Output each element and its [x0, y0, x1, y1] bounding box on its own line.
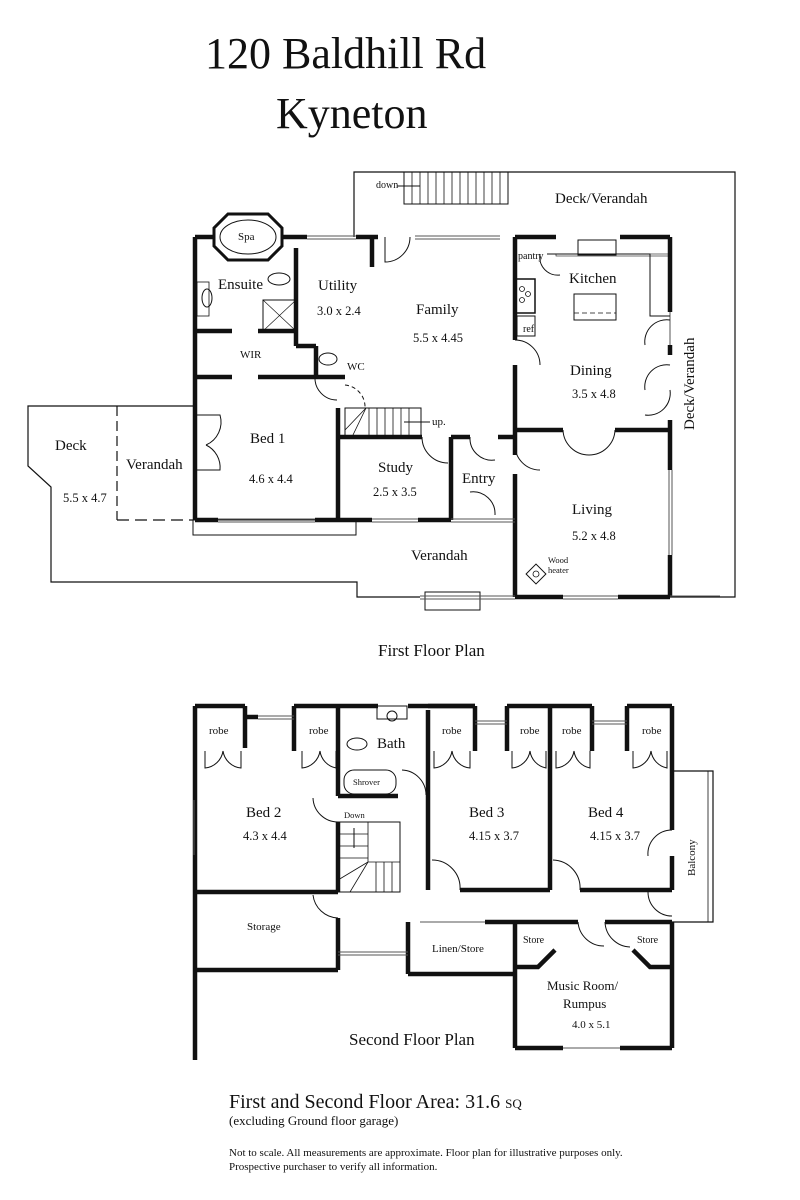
bed2-dims: 4.3 x 4.4 — [243, 829, 287, 843]
robe-label-2: robe — [309, 725, 329, 737]
music-room-label-2: Rumpus — [563, 996, 607, 1011]
bed3-dims: 4.15 x 3.7 — [469, 829, 519, 843]
dining-dims: 3.5 x 4.8 — [572, 387, 616, 401]
address-line-1: 120 Baldhill Rd — [205, 29, 487, 78]
storage-label: Storage — [247, 921, 281, 933]
robe-label-6: robe — [642, 725, 662, 737]
ref-label: ref — [523, 324, 535, 335]
ensuite-label: Ensuite — [218, 277, 263, 293]
floor-area-unit: SQ — [505, 1096, 522, 1111]
store-right-label: Store — [637, 935, 659, 946]
dining-label: Dining — [570, 363, 612, 379]
stair-down-label: down — [376, 180, 399, 191]
living-label: Living — [572, 502, 612, 518]
disclaimer-line-2: Prospective purchaser to verify all info… — [229, 1161, 438, 1173]
robe-label-1: robe — [209, 725, 229, 737]
family-dims: 5.5 x 4.45 — [413, 331, 463, 345]
deck-label: Deck — [55, 438, 87, 454]
bed1-dims: 4.6 x 4.4 — [249, 472, 293, 486]
wc-label: WC — [347, 361, 365, 373]
kitchen-label: Kitchen — [569, 271, 617, 287]
deck-dims: 5.5 x 4.7 — [63, 491, 107, 505]
linen-store-label: Linen/Store — [432, 943, 484, 955]
study-dims: 2.5 x 3.5 — [373, 485, 417, 499]
stair-down-label-2: Down — [344, 810, 365, 820]
floor-area-note: (excluding Ground floor garage) — [229, 1113, 399, 1128]
bed1-label: Bed 1 — [250, 431, 286, 447]
wir-label: WIR — [240, 349, 262, 361]
second-floor-plan-label: Second Floor Plan — [349, 1030, 475, 1049]
utility-label: Utility — [318, 278, 358, 294]
stair-up-label: up. — [432, 416, 446, 428]
floor-area-text: First and Second Floor Area: 31.6 SQ — [229, 1092, 522, 1112]
study-label: Study — [378, 460, 414, 476]
wood-heater-label-1: Wood — [548, 555, 569, 565]
robe-label-4: robe — [520, 725, 540, 737]
shower-label: Shrover — [353, 777, 380, 787]
bed2-label: Bed 2 — [246, 805, 282, 821]
music-room-dims: 4.0 x 5.1 — [572, 1019, 611, 1031]
bath-label: Bath — [377, 736, 406, 752]
disclaimer-line-1: Not to scale. All measurements are appro… — [229, 1147, 623, 1159]
robe-label-5: robe — [562, 725, 582, 737]
address-line-2: Kyneton — [276, 89, 428, 138]
robe-label-3: robe — [442, 725, 462, 737]
utility-dims: 3.0 x 2.4 — [317, 304, 361, 318]
store-left-label: Store — [523, 935, 545, 946]
bed4-label: Bed 4 — [588, 805, 624, 821]
floor-area-value: First and Second Floor Area: 31.6 — [229, 1091, 501, 1113]
pantry-label: pantry — [518, 251, 544, 262]
first-floor-plan-label: First Floor Plan — [378, 641, 485, 660]
wood-heater-label-2: heater — [548, 565, 569, 575]
deck-verandah-outline — [353, 171, 736, 598]
deck-verandah-north-label: Deck/Verandah — [555, 191, 648, 207]
west-deck-outline — [27, 405, 420, 598]
bed4-dims: 4.15 x 3.7 — [590, 829, 640, 843]
living-dims: 5.2 x 4.8 — [572, 529, 616, 543]
spa-label: Spa — [238, 231, 255, 243]
bed3-label: Bed 3 — [469, 805, 505, 821]
deck-verandah-east-label: Deck/Verandah — [682, 337, 698, 430]
balcony-label: Balcony — [686, 839, 698, 876]
verandah-south-label: Verandah — [411, 548, 468, 564]
entry-label: Entry — [462, 471, 496, 487]
family-label: Family — [416, 302, 459, 318]
verandah-west-label: Verandah — [126, 457, 183, 473]
music-room-label-1: Music Room/ — [547, 978, 619, 993]
